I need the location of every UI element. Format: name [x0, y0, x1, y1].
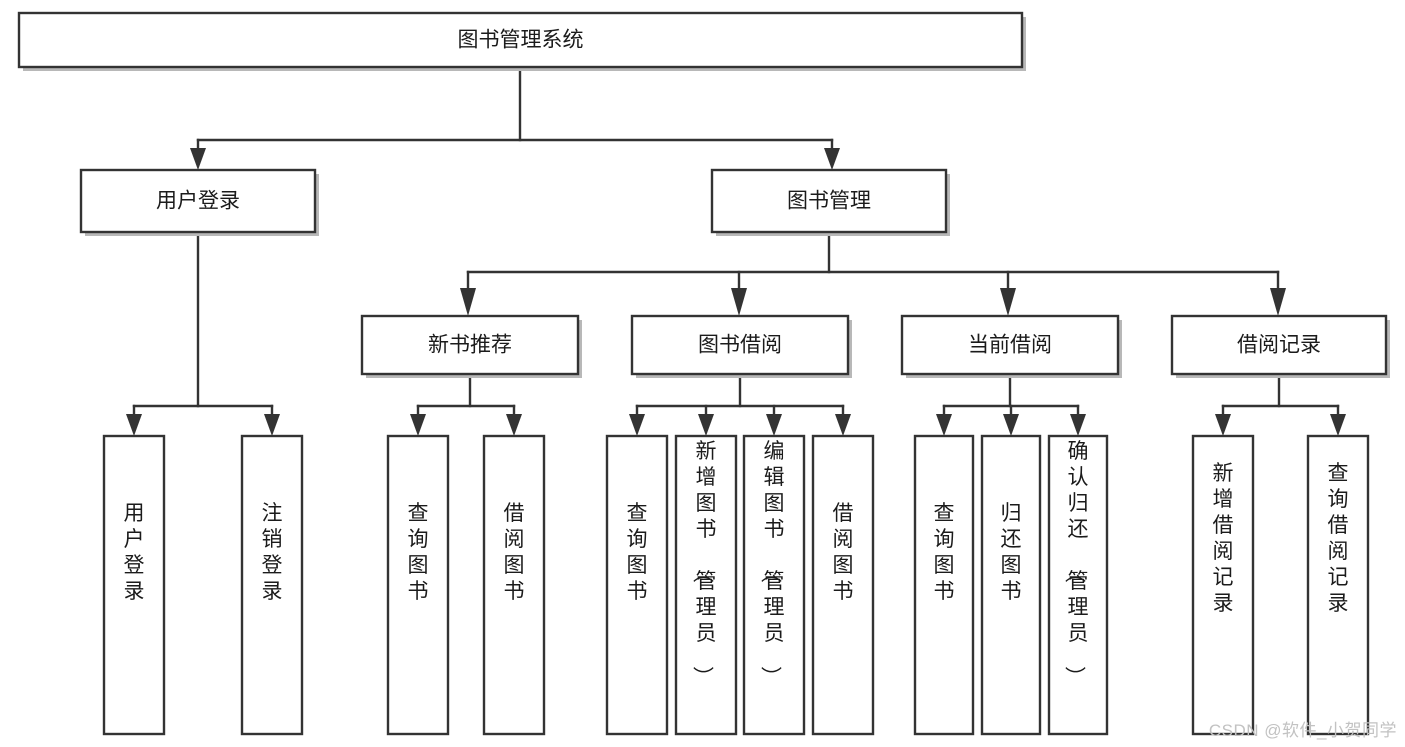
node-book-management[interactable]: 图书管理 [710, 168, 950, 236]
node-borrow-record[interactable]: 借阅记录 [1170, 314, 1390, 378]
node-leaf-logout-box [240, 434, 304, 736]
arrow-to-leaf-borrow-book [835, 414, 851, 436]
node-leaf-return-book-label: 归还图书 [1001, 502, 1022, 603]
node-borrow-record-label: 借阅记录 [1237, 334, 1321, 357]
arrow-to-current-borrow [1000, 288, 1016, 316]
node-current-borrow-box [900, 314, 1120, 376]
node-leaf-logout[interactable]: 注销登录 [240, 434, 304, 736]
node-layer: 图书管理系统 用户登录 图书管理 新书推荐 图书借阅 当前借阅 [17, 11, 1390, 736]
node-leaf-user-login-label: 用户登录 [124, 502, 145, 603]
node-book-borrow-box [630, 314, 850, 376]
node-leaf-query-borrow-record-label: 查询借阅记录 [1328, 462, 1349, 615]
arrow-to-leaf-query-book-rec [410, 414, 426, 436]
leaf-nodes: 用户登录 注销登录 查询图书 借阅图书 查询图书 新增图书（管理员） [102, 434, 1370, 736]
node-current-borrow-label: 当前借阅 [968, 334, 1052, 357]
arrow-to-new-book-recommend [460, 288, 476, 316]
arrow-to-borrow-record [1270, 288, 1286, 316]
arrow-to-book-management [824, 148, 840, 170]
node-leaf-query-book-rec-label: 查询图书 [408, 502, 429, 603]
node-root-box [17, 11, 1024, 69]
node-user-login-box [79, 168, 317, 234]
node-leaf-add-borrow-record-label: 新增借阅记录 [1213, 462, 1234, 615]
node-leaf-edit-book-admin[interactable]: 编辑图书（管理员） [742, 434, 806, 736]
node-leaf-return-book-box [980, 434, 1042, 736]
node-leaf-add-book-admin-box [674, 434, 738, 736]
node-current-borrow[interactable]: 当前借阅 [900, 314, 1122, 378]
node-leaf-query-borrow-record[interactable]: 查询借阅记录 [1306, 434, 1370, 736]
node-book-management-label: 图书管理 [787, 190, 871, 213]
node-user-login-label: 用户登录 [156, 190, 240, 213]
node-new-book-recommend[interactable]: 新书推荐 [360, 314, 582, 378]
arrow-to-leaf-add-book-admin [698, 414, 714, 436]
node-leaf-borrow-book-box [811, 434, 875, 736]
arrow-to-user-login [190, 148, 206, 170]
node-new-book-recommend-label: 新书推荐 [428, 334, 512, 357]
node-leaf-query-book-current-box [913, 434, 975, 736]
node-root-label: 图书管理系统 [458, 29, 584, 52]
node-leaf-borrow-book-rec[interactable]: 借阅图书 [482, 434, 546, 736]
node-leaf-edit-book-admin-label: 编辑图书（管理员） [759, 440, 785, 687]
node-leaf-return-book[interactable]: 归还图书 [980, 434, 1042, 736]
node-new-book-recommend-box [360, 314, 580, 376]
node-leaf-user-login[interactable]: 用户登录 [102, 434, 166, 736]
node-leaf-query-book-borrow[interactable]: 查询图书 [605, 434, 669, 736]
arrow-to-leaf-confirm-return-admin [1070, 414, 1086, 436]
node-leaf-edit-book-admin-box [742, 434, 806, 736]
arrow-to-leaf-query-book-borrow [629, 414, 645, 436]
node-borrow-record-box [1170, 314, 1388, 376]
arrow-to-leaf-return-book [1003, 414, 1019, 436]
node-leaf-add-borrow-record-box [1191, 434, 1255, 736]
arrow-to-leaf-query-book-current [936, 414, 952, 436]
arrow-to-leaf-add-borrow-record [1215, 414, 1231, 436]
node-leaf-add-book-admin[interactable]: 新增图书（管理员） [674, 434, 738, 736]
node-leaf-query-book-borrow-box [605, 434, 669, 736]
node-leaf-borrow-book[interactable]: 借阅图书 [811, 434, 875, 736]
arrow-to-book-borrow [731, 288, 747, 316]
node-leaf-query-book-borrow-label: 查询图书 [627, 502, 648, 603]
node-book-borrow[interactable]: 图书借阅 [630, 314, 852, 378]
node-leaf-query-book-current-label: 查询图书 [934, 502, 955, 603]
node-leaf-user-login-box [102, 434, 166, 736]
node-leaf-query-book-current[interactable]: 查询图书 [913, 434, 975, 736]
node-user-login[interactable]: 用户登录 [79, 168, 319, 236]
node-leaf-confirm-return-admin[interactable]: 确认归还（管理员） [1047, 434, 1109, 736]
node-book-borrow-label: 图书借阅 [698, 334, 782, 357]
node-book-management-box [710, 168, 948, 234]
node-leaf-borrow-book-label: 借阅图书 [833, 502, 854, 603]
arrow-to-leaf-user-login [126, 414, 142, 436]
node-leaf-logout-label: 注销登录 [262, 502, 283, 603]
node-leaf-add-borrow-record[interactable]: 新增借阅记录 [1191, 434, 1255, 736]
node-leaf-confirm-return-admin-label: 确认归还（管理员） [1063, 440, 1089, 687]
node-leaf-confirm-return-admin-box [1047, 434, 1109, 736]
node-leaf-query-borrow-record-box [1306, 434, 1370, 736]
arrow-to-leaf-borrow-book-rec [506, 414, 522, 436]
node-leaf-query-book-rec-box [386, 434, 450, 736]
node-leaf-borrow-book-rec-label: 借阅图书 [504, 502, 525, 603]
connector-layer [126, 65, 1346, 436]
node-root[interactable]: 图书管理系统 [17, 11, 1026, 71]
node-leaf-borrow-book-rec-box [482, 434, 546, 736]
node-leaf-add-book-admin-label: 新增图书（管理员） [691, 440, 717, 687]
arrow-to-leaf-edit-book-admin [766, 414, 782, 436]
arrow-to-leaf-query-borrow-record [1330, 414, 1346, 436]
arrow-to-leaf-logout [264, 414, 280, 436]
node-leaf-query-book-rec[interactable]: 查询图书 [386, 434, 450, 736]
